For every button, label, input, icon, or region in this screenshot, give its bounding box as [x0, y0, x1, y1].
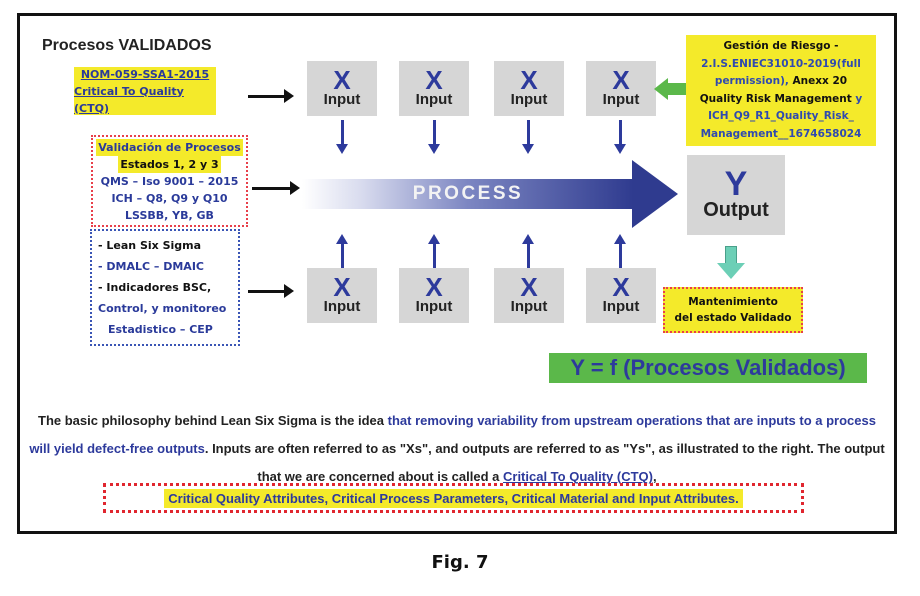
x-symbol: X — [612, 64, 630, 95]
arrow-down-icon — [522, 120, 534, 154]
input-box-top-3: X Input — [494, 61, 564, 116]
lean-line-2: - DMALC – DMAIC — [98, 260, 204, 273]
validation-box: Validación de Procesos Estados 1, 2 y 3 … — [91, 135, 248, 227]
input-label: Input — [415, 297, 453, 315]
input-box-bottom-3: X Input — [494, 268, 564, 323]
arrow-up-icon — [336, 234, 348, 268]
lean-six-sigma-box: - Lean Six Sigma - DMALC – DMAIC - Indic… — [90, 229, 240, 346]
risk-line-5: ICH_Q9_R1_Quality_Risk_ — [708, 110, 854, 122]
validation-title: Validación de Procesos — [96, 138, 243, 156]
arrow-down-icon — [336, 120, 348, 154]
input-box-top-4: X Input — [586, 61, 656, 116]
nom-link[interactable]: NOM-059-SSA1-2015 — [80, 67, 210, 81]
formula-banner: Y = f (Procesos Validados) — [549, 353, 867, 383]
green-arrow-left-icon — [667, 83, 689, 95]
x-symbol: X — [425, 271, 443, 302]
risk-line-2: 2.I.S.ENIEC31010-2019(full — [701, 57, 861, 70]
ctq-paragraph-link[interactable]: Critical To Quality (CTQ) — [503, 469, 653, 484]
green-arrow-head-icon — [654, 78, 668, 100]
input-label: Input — [510, 297, 548, 315]
output-label: Output — [703, 199, 769, 221]
arrow-right-icon — [252, 181, 300, 195]
lean-line-4: Control, y monitoreo — [98, 302, 227, 315]
input-box-bottom-4: X Input — [586, 268, 656, 323]
maintenance-line-1: Mantenimiento — [688, 296, 778, 308]
risk-line-3b: Anexx 20 — [788, 75, 848, 87]
input-box-top-1: X Input — [307, 61, 377, 116]
output-box: Y Output — [687, 155, 785, 235]
input-box-bottom-1: X Input — [307, 268, 377, 323]
paragraph-part-5: , — [653, 469, 657, 484]
validation-states: Estados 1, 2 y 3 — [118, 155, 221, 173]
risk-management-box: Gestión de Riesgo - 2.I.S.ENIEC31010-201… — [686, 35, 876, 146]
nom-ctq-box: NOM-059-SSA1-2015 Critical To Quality (C… — [74, 67, 216, 115]
risk-line-3a: permission), — [714, 75, 789, 87]
validation-ich: ICH – Q8, Q9 y Q10 — [111, 191, 228, 205]
x-symbol: X — [333, 271, 351, 302]
arrow-down-icon — [428, 120, 440, 154]
y-symbol: Y — [724, 165, 748, 203]
input-box-top-2: X Input — [399, 61, 469, 116]
arrow-right-icon — [248, 284, 294, 298]
figure-caption: Fig. 7 — [431, 552, 489, 573]
arrow-up-icon — [428, 234, 440, 268]
process-arrow: PROCESS — [302, 179, 634, 209]
risk-line-6: Management__1674658024 — [700, 127, 862, 140]
x-symbol: X — [333, 64, 351, 95]
input-label: Input — [415, 90, 453, 108]
input-label: Input — [323, 297, 361, 315]
risk-line-4b: y — [851, 92, 863, 105]
arrow-up-icon — [614, 234, 626, 268]
validation-belts: LSSBB, YB, GB — [125, 208, 214, 222]
validation-qms: QMS – Iso 9001 – 2015 — [100, 174, 239, 188]
x-symbol: X — [520, 271, 538, 302]
x-symbol: X — [612, 271, 630, 302]
maintenance-line-2: del estado Validado — [674, 312, 792, 324]
teal-arrow-head-icon — [717, 263, 745, 279]
risk-line-4a: Quality Risk Management — [699, 92, 852, 105]
input-box-bottom-2: X Input — [399, 268, 469, 323]
lean-line-1: - Lean Six Sigma — [98, 239, 202, 252]
paragraph-highlight: that removing variability from upstream … — [29, 413, 876, 456]
arrow-up-icon — [522, 234, 534, 268]
x-symbol: X — [520, 64, 538, 95]
lean-line-3: - Indicadores BSC, — [98, 281, 212, 294]
x-symbol: X — [425, 64, 443, 95]
process-label: PROCESS — [412, 183, 524, 204]
input-label: Input — [323, 90, 361, 108]
lean-line-5: Estadistico – CEP — [108, 323, 213, 336]
attributes-text: Critical Quality Attributes, Critical Pr… — [164, 488, 743, 508]
maintenance-box: Mantenimiento del estado Validado — [663, 287, 803, 333]
paragraph-part-1: The basic philosophy behind Lean Six Sig… — [38, 413, 388, 428]
arrow-right-icon — [248, 89, 294, 103]
process-arrow-head-icon — [632, 160, 678, 228]
input-label: Input — [602, 90, 640, 108]
arrow-down-icon — [614, 120, 626, 154]
teal-arrow-down-icon — [725, 246, 737, 264]
paragraph-part-3: . Inputs are often referred to as "Xs", … — [204, 441, 885, 484]
philosophy-paragraph: The basic philosophy behind Lean Six Sig… — [26, 407, 888, 491]
diagram-title: Procesos VALIDADOS — [42, 37, 212, 54]
ctq-link[interactable]: Critical To Quality (CTQ) — [74, 84, 184, 115]
risk-line-1: Gestión de Riesgo - — [723, 40, 839, 52]
attributes-box: Critical Quality Attributes, Critical Pr… — [103, 483, 804, 513]
input-label: Input — [602, 297, 640, 315]
input-label: Input — [510, 90, 548, 108]
